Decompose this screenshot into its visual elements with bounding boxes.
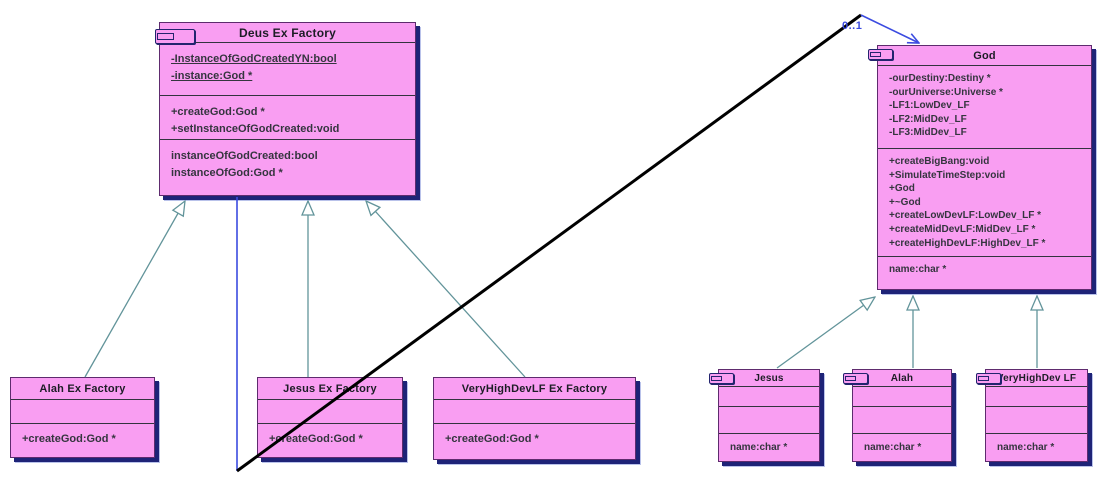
- class-icon-tab: [711, 375, 722, 381]
- class-section: +createGod:God * +setInstanceOfGodCreated…: [160, 95, 415, 139]
- class-box-alah[interactable]: Alah name:char *: [843, 369, 952, 462]
- class-title: Jesus: [719, 370, 819, 387]
- class-member: -LF2:MidDev_LF: [889, 113, 967, 125]
- class-section: name:char *: [986, 433, 1087, 461]
- class-member: name:char *: [730, 442, 788, 453]
- class-member: name:char *: [864, 442, 922, 453]
- class-section: [986, 387, 1087, 406]
- class-icon-tab: [845, 375, 856, 381]
- class-section: [986, 406, 1087, 433]
- class-icon-tab: [157, 32, 175, 40]
- generalization-jesus-to-god[interactable]: [776, 297, 875, 369]
- class-box-deus-ex-factory[interactable]: Deus Ex Factory-InstanceOfGodCreatedYN:b…: [155, 22, 416, 196]
- class-section: -InstanceOfGodCreatedYN:bool -instance:Go…: [160, 43, 415, 95]
- class-member: +createGod:God *: [171, 106, 265, 118]
- class-icon-tab: [870, 51, 881, 57]
- class-icon: [976, 373, 1001, 384]
- class-icon: [155, 29, 195, 44]
- class-member: -LF1:LowDev_LF: [889, 100, 970, 112]
- class-title: VeryHighDev LF: [986, 370, 1087, 387]
- class-member: name:char *: [997, 442, 1055, 453]
- class-member: +createMidDevLF:MidDev_LF *: [889, 223, 1036, 235]
- class-section: [434, 400, 635, 423]
- multiplicity-label: 0..1: [842, 20, 863, 32]
- class-box-veryhighdev-lf[interactable]: VeryHighDev LF name:char *: [976, 369, 1088, 462]
- class-box-jesus[interactable]: Jesus name:char *: [709, 369, 820, 462]
- class-section: +createBigBang:void +SimulateTimeStep:voi…: [878, 148, 1091, 256]
- class-title: VeryHighDevLF Ex Factory: [434, 378, 635, 400]
- class-section: [11, 400, 154, 423]
- class-member: +God: [889, 183, 915, 195]
- class-member: name:char *: [889, 264, 947, 275]
- class-member: -LF3:MidDev_LF: [889, 127, 967, 139]
- class-section: [258, 400, 402, 423]
- class-member: +createGod:God *: [445, 433, 539, 445]
- class-section: name:char *: [853, 433, 951, 461]
- class-section: +createGod:God *: [434, 423, 635, 459]
- generalization-alah-ex-factory-to-deus-ex-factory[interactable]: [84, 201, 185, 378]
- class-member: -ourUniverse:Universe *: [889, 86, 1003, 98]
- class-section: [853, 406, 951, 433]
- class-member: +createBigBang:void: [889, 156, 990, 167]
- class-section: instanceOfGodCreated:bool instanceOfGod:G…: [160, 139, 415, 195]
- class-member: -ourDestiny:Destiny *: [889, 73, 991, 84]
- generalization-veryhighdevlf-ex-factory-to-deus-ex-factory[interactable]: [366, 201, 526, 378]
- association-arrow-into-god[interactable]: [860, 14, 919, 43]
- class-member: +createHighDevLF:HighDev_LF *: [889, 237, 1046, 249]
- class-icon-tab: [978, 375, 989, 381]
- class-member: -InstanceOfGodCreatedYN:bool: [171, 53, 337, 65]
- class-icon: [868, 49, 893, 60]
- class-section: name:char *: [878, 256, 1091, 289]
- class-title: Alah Ex Factory: [11, 378, 154, 400]
- class-member: +setInstanceOfGodCreated:void: [171, 123, 340, 135]
- class-section: +createGod:God *: [258, 423, 402, 457]
- class-member: instanceOfGod:God *: [171, 167, 283, 179]
- class-icon: [709, 373, 734, 384]
- class-box-alah-ex-factory[interactable]: Alah Ex Factory +createGod:God *: [10, 377, 155, 458]
- class-box-veryhighdevlf-ex-factory[interactable]: VeryHighDevLF Ex Factory +createGod:God *: [433, 377, 636, 460]
- class-box-god[interactable]: God -ourDestiny:Destiny * -ourUniverse:Uni…: [868, 45, 1092, 290]
- class-section: [719, 406, 819, 433]
- class-section: name:char *: [719, 433, 819, 461]
- class-member: +~God: [889, 196, 921, 208]
- class-icon: [843, 373, 868, 384]
- class-title: God: [878, 46, 1091, 66]
- class-member: +createLowDevLF:LowDev_LF *: [889, 210, 1041, 222]
- class-title: Deus Ex Factory: [160, 23, 415, 43]
- class-section: -ourDestiny:Destiny * -ourUniverse:Univer…: [878, 66, 1091, 148]
- class-title: Alah: [853, 370, 951, 387]
- class-member: +createGod:God *: [22, 433, 116, 445]
- class-title: Jesus Ex Factory: [258, 378, 402, 400]
- class-box-jesus-ex-factory[interactable]: Jesus Ex Factory +createGod:God *: [257, 377, 403, 458]
- class-section: [719, 387, 819, 406]
- class-member: +SimulateTimeStep:void: [889, 169, 1006, 181]
- class-member: -instance:God *: [171, 70, 253, 82]
- class-section: [853, 387, 951, 406]
- class-member: +createGod:God *: [269, 433, 363, 445]
- class-section: +createGod:God *: [11, 423, 154, 457]
- class-member: instanceOfGodCreated:bool: [171, 150, 318, 162]
